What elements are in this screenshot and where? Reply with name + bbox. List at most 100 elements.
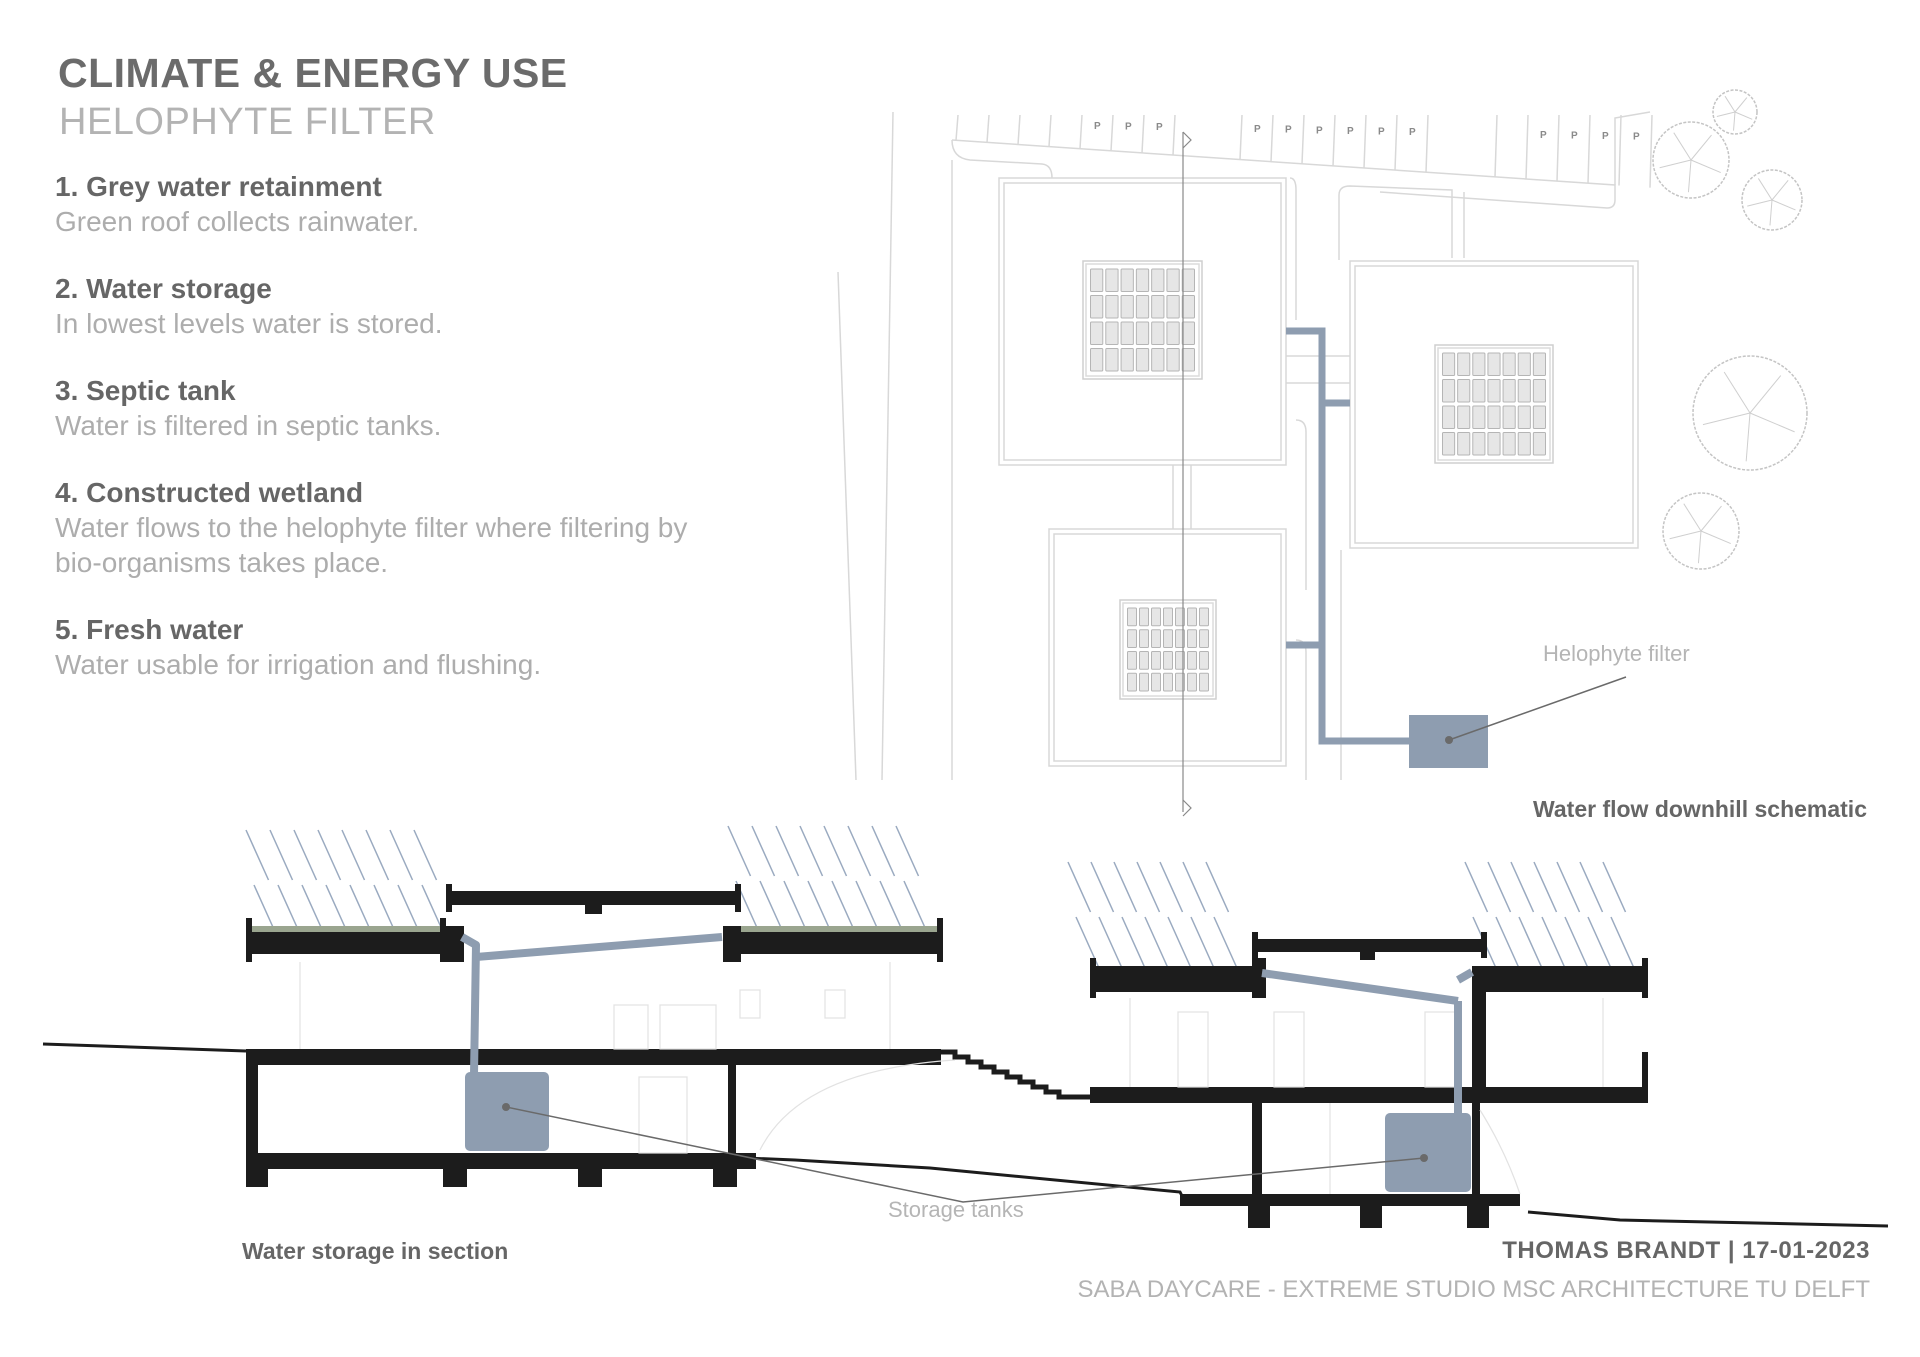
parking-stall-line: [1556, 114, 1560, 182]
skylight-panel: [1487, 352, 1501, 376]
skylight-panel: [1532, 405, 1547, 429]
tree-icon: [1741, 169, 1803, 231]
skylight-panel: [1127, 651, 1137, 670]
rain-line: [871, 825, 896, 877]
plan-caption: Water flow downhill schematic: [1533, 796, 1867, 822]
skylight-panel: [1472, 432, 1486, 456]
skylight-panel: [1457, 352, 1471, 376]
step-item: 2. Water storage In lowest levels water …: [55, 272, 755, 341]
skylight-panel: [1187, 651, 1197, 670]
rain-line: [1464, 861, 1489, 913]
rain-line: [1541, 916, 1566, 968]
parking-stall-line: [1141, 114, 1145, 154]
skylight-panel: [1181, 295, 1195, 319]
site-boundary-line: [837, 271, 857, 781]
right-building-structure: [1090, 932, 1648, 1228]
skylight-panel: [1199, 607, 1209, 627]
skylight-panel: [1120, 321, 1134, 345]
rain-line: [751, 825, 776, 877]
skylight-panel: [1127, 607, 1137, 627]
rain-line: [1067, 861, 1092, 913]
parking-stall-line: [1239, 114, 1243, 160]
skylight-panel: [1457, 379, 1471, 403]
rain-line: [1213, 916, 1238, 968]
skylight-panel: [1090, 268, 1104, 292]
skylight-panel: [1139, 672, 1149, 692]
skylight-panel: [1532, 379, 1547, 403]
rain-line: [389, 829, 414, 881]
skylight-panel: [1517, 432, 1531, 456]
skylight-panel: [1532, 432, 1547, 456]
step-heading: 1. Grey water retainment: [55, 171, 382, 202]
rain-line: [903, 880, 928, 932]
tree-branch: [1659, 159, 1692, 169]
road-edge: [1295, 639, 1307, 780]
parking-stall-line: [1494, 114, 1498, 178]
skylight-panel: [1151, 321, 1165, 345]
parking-stall-line: [1425, 114, 1429, 173]
building-b-outline: [1349, 260, 1639, 549]
rain-line: [783, 880, 808, 932]
rain-line: [1610, 916, 1635, 968]
skylight-panel: [1120, 348, 1134, 372]
tree-branch: [1690, 159, 1721, 174]
skylight-panel: [1135, 348, 1150, 372]
step-heading: 2. Water storage: [55, 273, 272, 304]
skylight-panel: [1166, 295, 1180, 319]
parking-stall-line: [1172, 114, 1176, 156]
rain-line: [245, 829, 270, 881]
skylight-panel: [1517, 379, 1531, 403]
parking-stall-line: [1649, 114, 1653, 188]
skylight-panel: [1517, 405, 1531, 429]
page-title: CLIMATE & ENERGY USE: [58, 50, 568, 96]
skylight-panel: [1472, 352, 1486, 376]
skylight-panel: [1151, 629, 1161, 648]
skylight-panel: [1187, 607, 1197, 627]
skylight-panel: [1199, 629, 1209, 648]
skylight-frame-inner: [1122, 602, 1214, 697]
interior-lines: [299, 962, 1604, 1195]
tree-branch: [1749, 375, 1782, 414]
parking-label: P: [1409, 127, 1416, 138]
rain-line: [269, 829, 294, 881]
skylight-frame: [1119, 599, 1217, 700]
skylight-panel: [1487, 379, 1501, 403]
storage-tank-right: [1385, 1113, 1471, 1192]
parking-stall-line: [1363, 114, 1367, 169]
parking-stall-line: [1332, 114, 1336, 167]
parking-stall-line: [1525, 114, 1529, 180]
step-description: Water usable for irrigation and flushing…: [55, 649, 542, 680]
parking-stall-line: [986, 114, 990, 143]
tree-branch: [1757, 178, 1773, 201]
skylight-panel: [1163, 607, 1173, 627]
skylight-panel: [1199, 672, 1209, 692]
skylight-panel: [1139, 651, 1149, 670]
parking-stall-line: [955, 114, 959, 141]
skylight-grids: [1082, 260, 1554, 700]
rain-line: [1113, 861, 1138, 913]
tanks-leader-line: [505, 1106, 1425, 1203]
skylight-panel: [1175, 672, 1185, 692]
tree-branch: [1734, 111, 1753, 120]
helophyte-filter-label: Helophyte filter: [1543, 641, 1690, 666]
rain-line: [1564, 916, 1589, 968]
trees: [1652, 89, 1808, 570]
rain-line: [1495, 916, 1520, 968]
parking-label: P: [1125, 121, 1132, 132]
parking-label: P: [1094, 121, 1101, 132]
parking-stall-line: [1618, 114, 1622, 186]
tree-branch: [1733, 111, 1736, 131]
step-description: In lowest levels water is stored.: [55, 308, 443, 339]
building-c-inner: [1053, 533, 1282, 762]
filter-leader-line: [1448, 676, 1627, 741]
rain-line: [1205, 861, 1230, 913]
pipe-sloped-right: [1261, 969, 1459, 1005]
steps-list: 1. Grey water retainment Green roof coll…: [55, 170, 755, 715]
tree-branch: [1771, 179, 1789, 201]
tree-branch: [1702, 412, 1751, 426]
road-edge: [1289, 177, 1297, 320]
building-b-inner: [1354, 265, 1634, 544]
rain-line: [1487, 861, 1512, 913]
skylight-panel: [1135, 321, 1150, 345]
